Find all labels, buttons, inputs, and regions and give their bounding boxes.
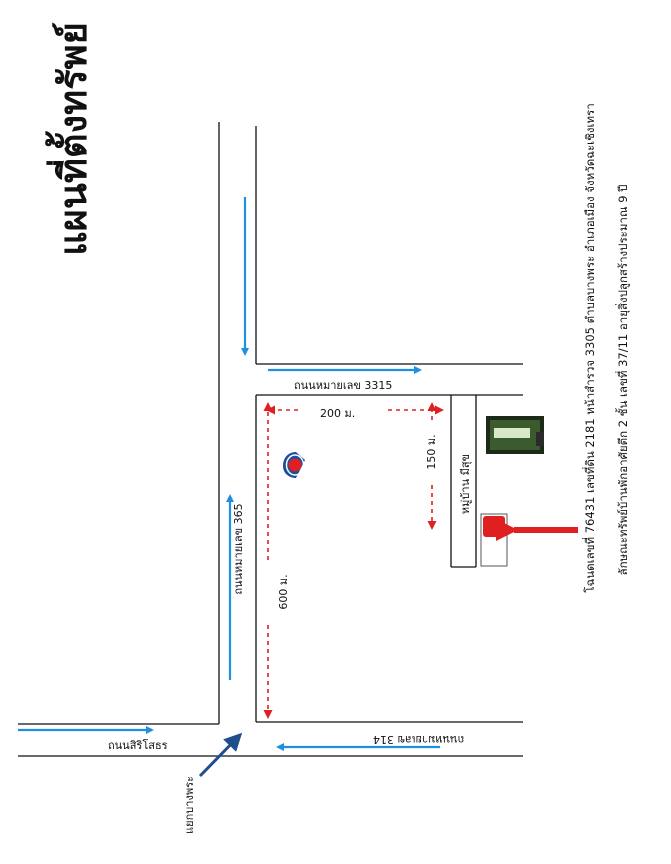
- road-label-365: ถนนหมายเลข 365: [232, 503, 245, 595]
- village-label: หมู่บ้าน มีสุข: [459, 453, 472, 515]
- distance-label-150: 150 ม.: [425, 434, 438, 470]
- distance-label-600: 600 ม.: [277, 574, 290, 610]
- road-label-3315: ถนนหมายเลข 3315: [294, 379, 393, 392]
- distance-label-200: 200 ม.: [320, 407, 356, 420]
- road-label-314: ถนนหมายเลข 314: [373, 733, 465, 746]
- map-title: แผนที่ตั้งทรัพย์: [51, 22, 95, 256]
- property-deed-info: โฉนดเลขที่ 76431 เลขที่ดิน 2181 หน้าสำรว…: [583, 103, 597, 593]
- village-sign-icon: [486, 416, 544, 454]
- gas-station-icon: [283, 452, 305, 478]
- property-description: ลักษณะทรัพย์บ้านพักอาศัยตึก 2 ชั้น เลขที…: [616, 184, 630, 576]
- road-label-sirisothon: ถนนสิริโสธร: [108, 739, 168, 752]
- junction-label: แยกบางพระ: [183, 776, 196, 834]
- target-marker-icon: [480, 513, 508, 567]
- junction-arrow-icon: [198, 732, 243, 778]
